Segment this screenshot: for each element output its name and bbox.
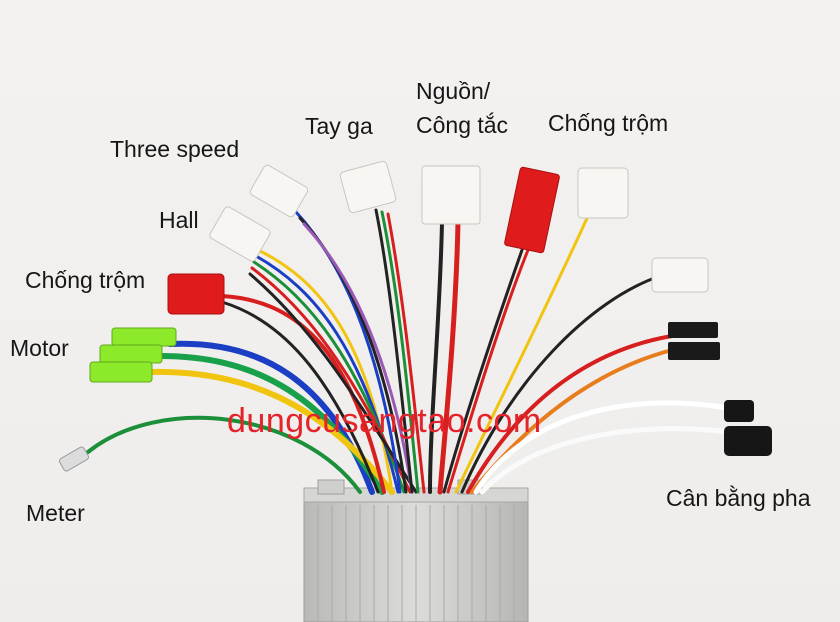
label-phase-balance: Cân bằng pha	[666, 485, 811, 511]
label-power-line2: Công tắc	[416, 112, 509, 138]
label-three-speed: Three speed	[110, 136, 240, 162]
connectors	[58, 160, 772, 472]
wire-bundle	[86, 208, 733, 495]
label-meter: Meter	[26, 500, 85, 526]
label-anti-theft-top: Chống trộm	[548, 110, 669, 136]
label-motor: Motor	[10, 335, 69, 361]
watermark-text: dungcusangtao.com	[227, 402, 542, 440]
controller-body	[303, 479, 529, 622]
label-throttle: Tay ga	[305, 113, 373, 139]
label-power-line1: Nguồn/	[416, 78, 491, 104]
label-hall: Hall	[159, 207, 199, 233]
label-anti-theft-left: Chống trộm	[25, 267, 146, 293]
